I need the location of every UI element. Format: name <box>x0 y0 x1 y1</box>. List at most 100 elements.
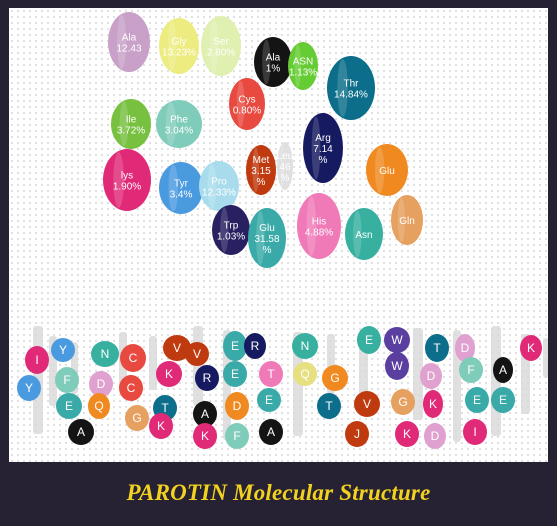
residue-glu: Glu <box>366 144 408 196</box>
chain-bead: Y <box>51 338 75 362</box>
residue-sphere <box>277 142 293 190</box>
residue-label-line: Asn <box>355 230 372 241</box>
residue-label-line: 3.4% <box>170 190 193 201</box>
chain-bead-letter: I <box>473 425 476 439</box>
chain-bead-letter: V <box>193 347 201 361</box>
caption: PAROTIN Molecular Structure <box>126 480 431 505</box>
chain-bead-letter: T <box>267 367 275 381</box>
chain-bead-sphere <box>385 352 409 380</box>
chain-bead: D <box>424 423 446 449</box>
chain-bead-sphere <box>68 419 94 445</box>
chain-bead-letter: W <box>391 333 403 347</box>
chain-bead-sphere <box>244 333 266 359</box>
chain-bead: F <box>55 367 79 393</box>
sphere-highlight <box>375 146 385 194</box>
chain-bead-sphere <box>465 387 489 413</box>
residue-label-line: 1% <box>266 64 281 75</box>
residue-sphere <box>288 42 318 90</box>
residue-label-line: % <box>257 177 266 188</box>
chain-bead-letter: G <box>132 411 141 425</box>
caption-bar: PAROTIN Molecular Structure <box>9 466 548 520</box>
chain-bead: D <box>225 392 249 420</box>
chain-bead-letter: K <box>429 397 437 411</box>
residue-label-line: Glu <box>379 166 395 177</box>
chain-bead-letter: A <box>499 363 507 377</box>
residue-label-line: 0.80% <box>233 106 261 117</box>
chain-bead: A <box>259 419 283 445</box>
chain-bead-letter: A <box>267 425 275 439</box>
chain-bead-letter: E <box>365 333 373 347</box>
chain-bead-sphere <box>149 413 173 439</box>
sphere-highlight <box>311 116 321 180</box>
chain-bead-sphere <box>259 361 283 387</box>
chain-bead: A <box>193 401 217 427</box>
chain-bead-letter: A <box>201 407 209 421</box>
residue-label-line: Leu <box>277 151 294 162</box>
residue-sphere <box>345 208 383 260</box>
sphere-highlight <box>353 210 362 258</box>
residue-sphere <box>391 195 423 245</box>
chain-bead: T <box>259 361 283 387</box>
sphere-highlight <box>236 80 245 128</box>
chain-bead-sphere <box>89 371 113 397</box>
chain-bead-letter: N <box>301 339 310 353</box>
chain-bead-sphere <box>420 363 442 389</box>
chain-bead: G <box>125 405 149 431</box>
chain-bead: D <box>455 334 475 362</box>
chain-bead: E <box>357 326 381 354</box>
residue-label-line: 2.80% <box>207 48 235 59</box>
chain-bead-sphere <box>493 357 513 383</box>
chain-bead-letter: E <box>499 393 507 407</box>
chain-bead-sphere <box>17 375 41 401</box>
chain-bead: V <box>163 335 191 361</box>
backbone-bond <box>543 338 548 378</box>
chain-bead: A <box>493 357 513 383</box>
chain-bead-sphere <box>423 390 443 418</box>
chain-bead-sphere <box>455 334 475 362</box>
chain-bead-sphere <box>259 419 283 445</box>
backbone-bond <box>149 336 157 390</box>
residue-sphere <box>108 12 150 72</box>
residue-label-line: His <box>312 217 326 228</box>
residue-label-line: Phe <box>170 115 188 126</box>
residue-label: Asn <box>355 230 372 241</box>
chain-bead-letter: Q <box>300 367 309 381</box>
residue-sphere <box>111 99 151 149</box>
chain-bead: A <box>68 419 94 445</box>
residue-label-line: 13.23% <box>162 48 196 59</box>
residue-sphere <box>297 193 341 259</box>
residue-label-line: lys <box>121 171 133 182</box>
chain-bead-sphere <box>257 388 281 412</box>
chain-bead: D <box>420 363 442 389</box>
sphere-highlight <box>256 211 265 265</box>
chain-bead-sphere <box>391 389 415 415</box>
chain-bead-sphere <box>88 393 110 419</box>
residue-label-line: ASN <box>293 57 314 68</box>
residue-sphere <box>159 18 199 74</box>
chain-bead-sphere <box>354 391 380 417</box>
residue-label-line: Ala <box>122 33 137 44</box>
chain-bead-sphere <box>345 421 369 447</box>
chain-bead: T <box>317 393 341 419</box>
chain-bead-letter: Y <box>25 381 33 395</box>
residue-sphere <box>366 144 408 196</box>
sphere-highlight <box>209 19 219 73</box>
chain-bead-letter: E <box>473 393 481 407</box>
residue-label-line: 31.58 <box>254 234 279 245</box>
residue-sphere <box>201 16 241 76</box>
chain-bead-letter: T <box>325 399 333 413</box>
chain-bead-sphere <box>520 335 542 361</box>
